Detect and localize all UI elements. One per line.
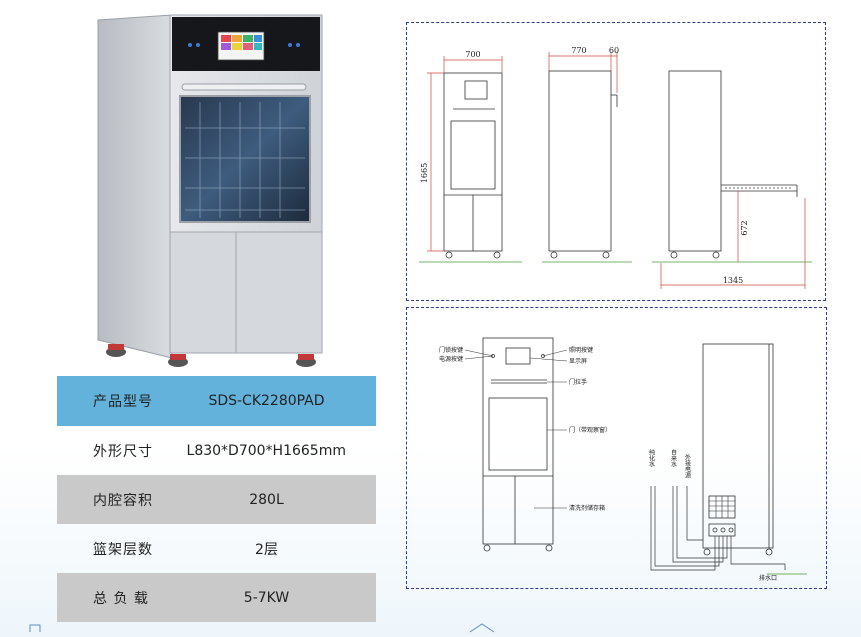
offset-dimension: 60 (609, 46, 619, 55)
spec-value: L830*D700*H1665mm (186, 442, 346, 459)
side-view (548, 70, 618, 259)
open-door-view (668, 70, 798, 259)
open-depth-dimension: 1345 (723, 276, 743, 285)
schematic-rear-view (702, 343, 774, 556)
spec-row: 篮架层数 2层 (57, 524, 376, 573)
pipe-label-purified: 纯化水 (648, 448, 655, 467)
height-dimension: 1665 (420, 163, 429, 183)
spec-row: 内腔容积 280L (57, 475, 376, 524)
spec-value: SDS-CK2280PAD (208, 393, 325, 409)
depth-dimension: 770 (571, 46, 586, 55)
width-dimension: 700 (465, 50, 480, 59)
spec-label: 总 负 载 (93, 590, 149, 607)
pipes (650, 486, 786, 571)
callout-door-handle: 门拉手 (569, 378, 587, 386)
drain-label: 排水口 (759, 574, 777, 582)
spec-label: 外形尺寸 (93, 443, 153, 460)
decorative-footer (29, 623, 495, 633)
spec-value: 5-7KW (243, 589, 290, 606)
product-photo (90, 10, 330, 370)
spec-row: 产品型号 SDS-CK2280PAD (57, 376, 376, 426)
spec-label: 产品型号 (93, 394, 153, 410)
schematic-drawing: 门锁按键 电源按键 照明按键 显示屏 门拉手 门（带观察窗） 清洗剂储存箱 (406, 307, 827, 589)
callout-display: 显示屏 (569, 358, 587, 365)
callout-detergent-box: 清洗剂储存箱 (569, 504, 605, 512)
callout-light-button: 照明按键 (569, 346, 593, 354)
spec-value: 2层 (255, 541, 278, 558)
spec-row: 外形尺寸 L830*D700*H1665mm (57, 426, 376, 475)
pipe-label-power: 外接电源 (684, 453, 691, 479)
spec-row: 总 负 载 5-7KW (57, 573, 376, 622)
front-view (443, 72, 503, 259)
callout-door-window: 门（带观察窗） (569, 426, 611, 434)
spec-label: 篮架层数 (93, 541, 153, 558)
spec-label: 内腔容积 (93, 492, 153, 509)
spec-value: 280L (249, 491, 284, 508)
pipe-label-tap: 自来水 (670, 448, 677, 467)
callout-door-lock: 门锁按键 (439, 346, 463, 354)
spec-table: 产品型号 SDS-CK2280PAD 外形尺寸 L830*D700*H1665mm 内腔… (57, 376, 376, 622)
callout-power-button: 电源按键 (439, 355, 463, 363)
door-height-dimension: 672 (740, 220, 749, 235)
schematic-front-view (482, 337, 554, 552)
dimension-drawing: 700 1665 770 60 672 134 (406, 22, 826, 301)
